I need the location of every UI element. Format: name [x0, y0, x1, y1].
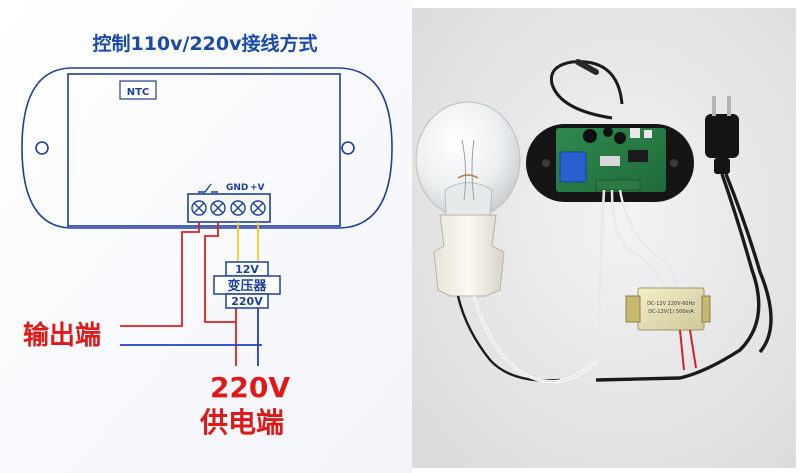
vplus-label: +V [250, 183, 265, 193]
power-plug [705, 96, 739, 174]
relay [559, 151, 587, 183]
module-wire-white-2 [610, 189, 666, 291]
diagram-title: 控制110v/220v接线方式 [92, 32, 317, 55]
photo: DC-12V 220V-60Hz DC-12V(1) 500mA [415, 59, 773, 384]
bulb-socket [433, 214, 505, 297]
wire-relay-out-2 [204, 222, 237, 366]
controller-outline [21, 67, 393, 229]
terminal-screw-1 [191, 200, 207, 216]
gnd-label: GND [226, 183, 248, 193]
module-wire-white-1 [596, 189, 606, 361]
module-wire-white-3 [618, 189, 678, 291]
terminal-screws [191, 200, 266, 216]
mounting-hole-left [35, 141, 49, 155]
supply-voltage-label: 220V [210, 371, 290, 404]
probe-cable [549, 60, 624, 120]
supply-label: 供电端 [199, 406, 284, 439]
terminal-screw-2 [210, 200, 226, 216]
transformer-220v-label: 220V [231, 295, 263, 308]
mounting-hole-right [341, 141, 355, 155]
wiring [120, 222, 262, 366]
terminal-screw-vplus [250, 200, 266, 216]
controller-front-panel [67, 73, 341, 227]
transformer-12v-label: 12V [235, 263, 259, 276]
output-label: 输出端 [23, 320, 101, 351]
ntc-label: NTC [127, 87, 150, 98]
ntc-probe-tip [575, 59, 599, 75]
transformer-sticker-line1: DC-12V 220V-60Hz [647, 301, 695, 307]
wire-relay-out-1 [120, 222, 200, 327]
transformer: 12V 变压器 220V [213, 261, 281, 309]
power-cord [595, 173, 761, 382]
relay-contact-symbol [198, 183, 218, 193]
transformer-label: 变压器 [227, 278, 267, 294]
terminal-screw-gnd [230, 200, 246, 216]
transformer-sticker-line2: DC-12V(1) 500mA [648, 309, 694, 315]
ntc-box [119, 80, 157, 100]
small-transformer: DC-12V 220V-60Hz DC-12V(1) 500mA [625, 287, 711, 331]
